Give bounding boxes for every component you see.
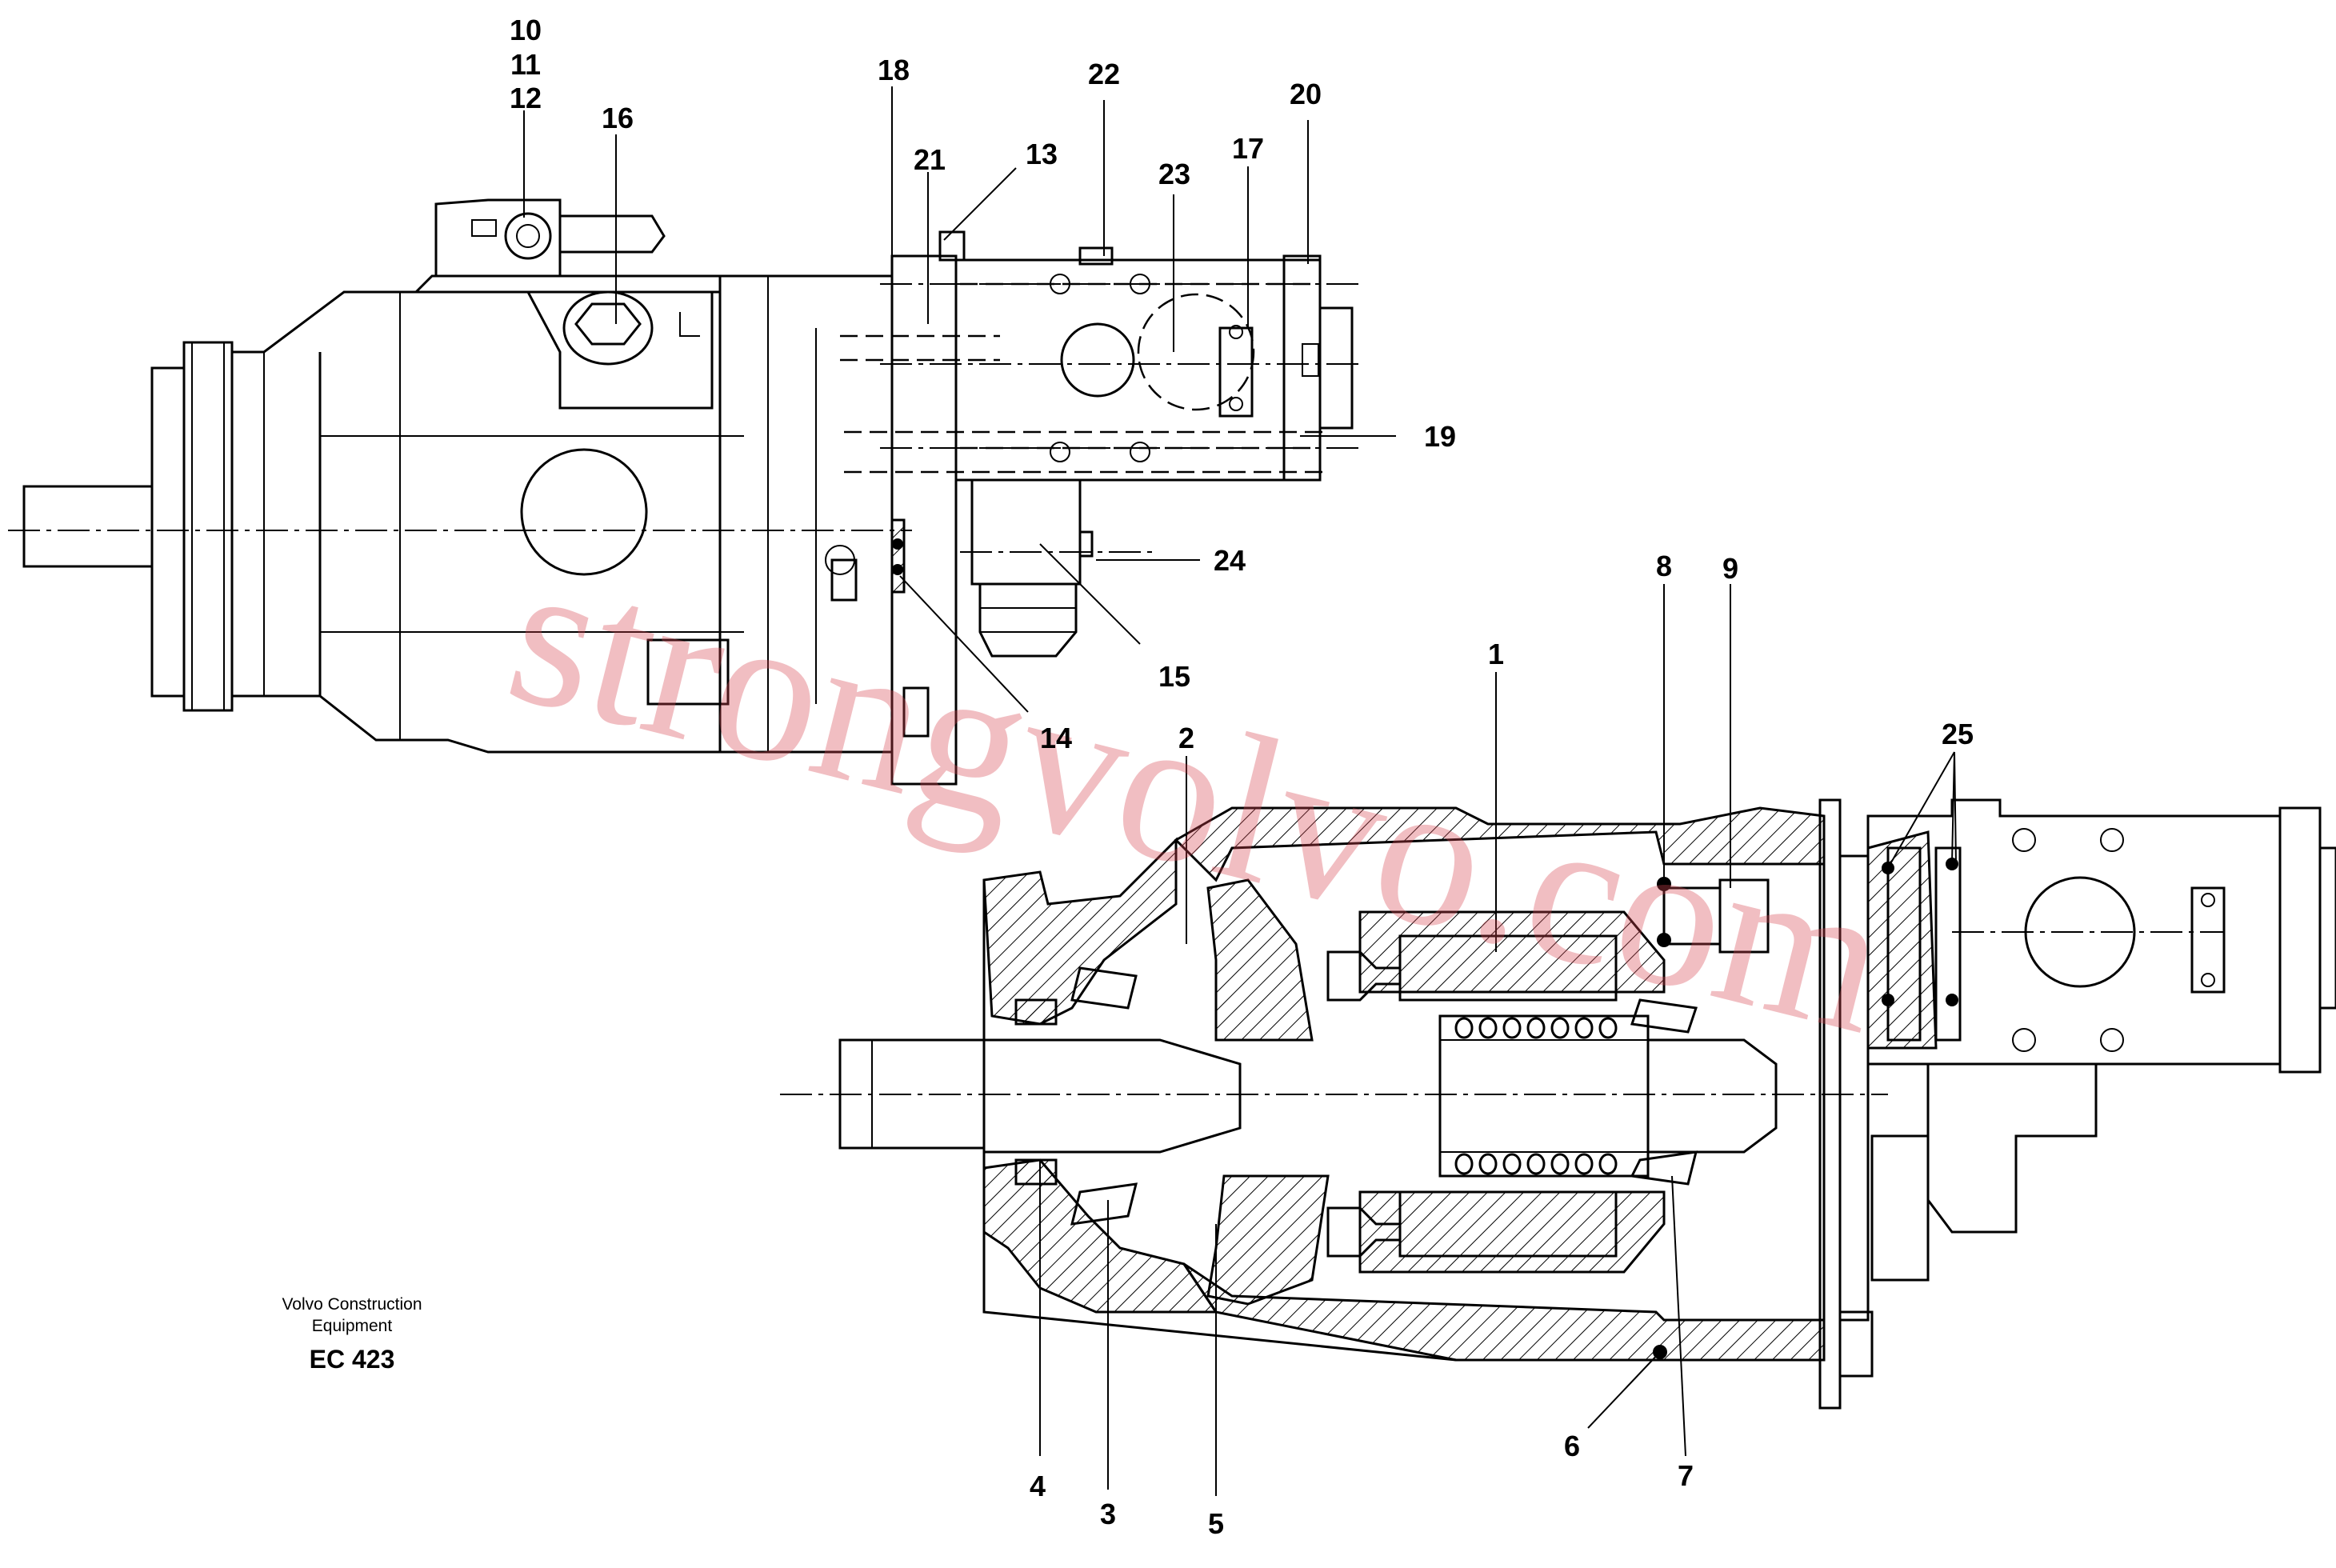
watermark: strongvolvo.com [490,514,1907,1078]
corp-line-2: Equipment [312,1317,393,1335]
callout-6: 6 [1564,1430,1580,1462]
callout-5: 5 [1208,1507,1224,1540]
callout-15: 15 [1158,660,1190,693]
callout-4: 4 [1030,1470,1046,1502]
spring-coils [1454,1017,1618,1175]
callout-21: 21 [914,143,946,176]
callout-13: 13 [1026,138,1058,170]
callout-17: 17 [1232,132,1264,165]
callout-1: 1 [1488,638,1504,670]
callout-8: 8 [1656,550,1672,582]
callout-18: 18 [878,54,910,86]
corp-line-1: Volvo Construction [282,1295,422,1314]
callout-20: 20 [1290,78,1322,110]
callout-10: 10 [510,14,542,46]
callout-9: 9 [1722,552,1738,585]
callout-23: 23 [1158,158,1190,190]
leader-lines [523,86,1957,1496]
callout-7: 7 [1678,1459,1694,1492]
drawing-code: EC 423 [310,1345,395,1374]
callout-11: 11 [510,48,541,81]
callout-labels: 1 2 3 4 5 6 7 8 9 10 11 12 13 14 15 16 1… [510,14,1974,1540]
callout-2: 2 [1178,722,1194,754]
callout-25: 25 [1942,718,1974,750]
title-block: Volvo Construction Equipment EC 423 [282,1295,422,1374]
callout-3: 3 [1100,1498,1116,1530]
pump-section-view [780,798,2336,1410]
callout-24: 24 [1214,544,1246,577]
pump-exterior-view [8,198,1360,786]
callout-16: 16 [602,102,634,134]
callout-19: 19 [1424,420,1456,453]
callout-22: 22 [1088,58,1120,90]
callout-14: 14 [1040,722,1072,754]
callout-12: 12 [510,82,542,114]
